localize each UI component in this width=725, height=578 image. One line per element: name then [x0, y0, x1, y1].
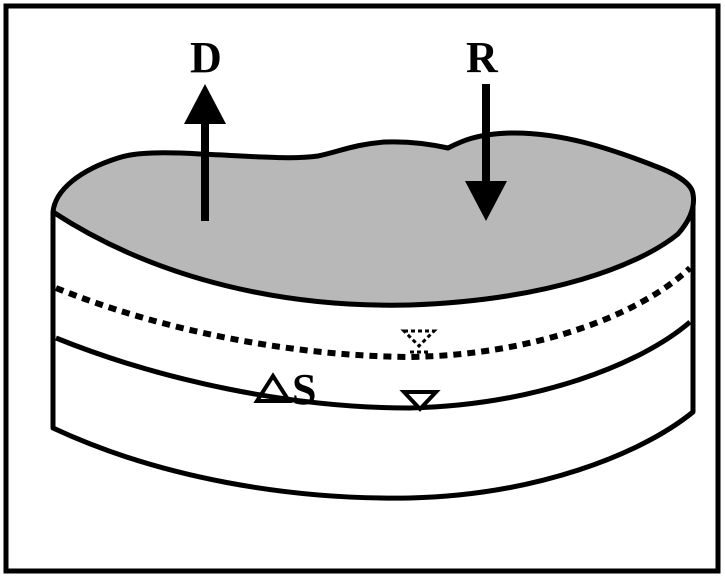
- old-water-table-line: [54, 265, 693, 361]
- discharge-label: D: [190, 33, 222, 82]
- delta-triangle-icon: [253, 372, 293, 403]
- recharge-arrow-head: [465, 181, 507, 221]
- dashed-inverted-triangle-icon: [400, 329, 438, 354]
- recharge-label: R: [466, 33, 499, 82]
- discharge-arrow-head: [184, 84, 226, 124]
- inverted-triangle-icon: [399, 390, 441, 412]
- discharge-arrow: [184, 84, 226, 221]
- new-water-table-line: [55, 320, 692, 411]
- recharge-arrow: [465, 84, 507, 221]
- recharge-arrow-shaft: [482, 84, 490, 187]
- discharge-arrow-shaft: [201, 118, 209, 221]
- storage-change-label: S: [253, 365, 316, 414]
- land-surface: [50, 130, 697, 308]
- storage-change-letter: S: [292, 365, 316, 414]
